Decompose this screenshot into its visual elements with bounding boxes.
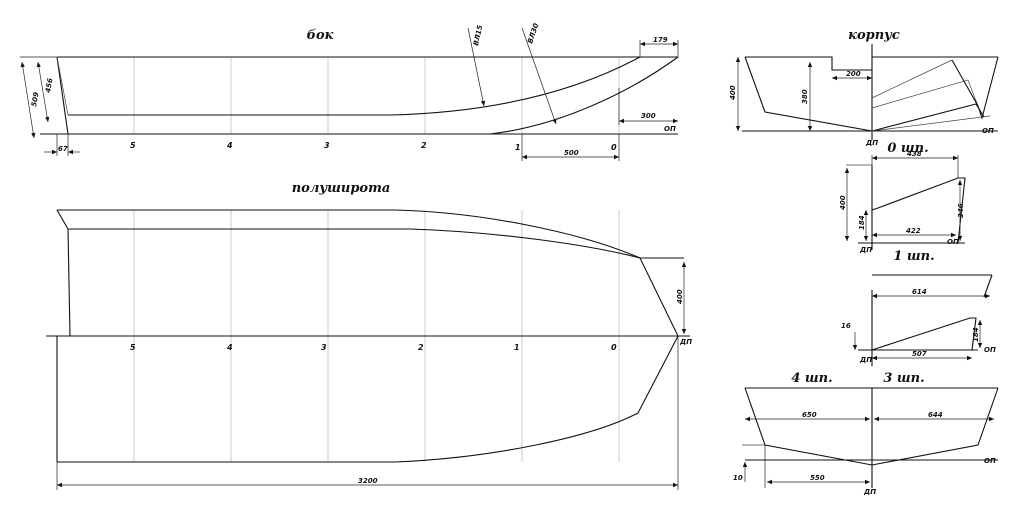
side-view-title: бок — [307, 28, 334, 43]
hb-station-1: 1 — [514, 343, 520, 352]
side-dim-67: 67 — [58, 145, 68, 153]
side-chine-line — [68, 56, 641, 116]
s1-dp-label: ДП — [859, 356, 872, 364]
half-breadth-title: полуширота — [292, 181, 391, 196]
body-dim-380: 380 — [801, 89, 809, 104]
side-op-label: ОП — [664, 125, 676, 133]
side-transom — [56, 56, 69, 135]
section-0: 0 шп. 438 400 184 422 346 ДП ОП — [839, 141, 966, 254]
s0-dp-label: ДП — [859, 246, 872, 254]
body-dim-200: 200 — [846, 70, 861, 78]
s0-dim-184: 184 — [858, 215, 866, 230]
side-dim-300: 300 — [641, 112, 656, 120]
side-station-3: 3 — [324, 141, 330, 150]
side-stem — [489, 56, 679, 135]
s1-dim-184: 184 — [972, 327, 980, 342]
section-0-title: 0 шп. — [887, 141, 928, 156]
section-1-title: 1 шп. — [893, 249, 934, 264]
section-4-title: 4 шп. — [791, 371, 832, 386]
body-view-title: корпус — [848, 28, 900, 43]
half-breadth-lower-line — [57, 335, 679, 463]
s0-dim-438: 438 — [907, 150, 922, 158]
s34-dp-label: ДП — [863, 488, 876, 496]
hb-station-0: 0 — [611, 343, 617, 352]
half-breadth-view: полуширота 5 4 3 2 1 0 ДП 400 — [46, 181, 692, 490]
half-breadth-chine-line — [68, 228, 641, 259]
section-3-title: 3 шп. — [883, 371, 924, 386]
body-dim-400: 400 — [729, 85, 737, 100]
body-dp-label: ДП — [865, 139, 878, 147]
hb-dp-label: ДП — [679, 338, 692, 346]
body-op-label: ОП — [982, 127, 994, 135]
side-line-label-1: ВЛ15 — [472, 24, 484, 46]
side-station-4: 4 — [226, 141, 233, 150]
section-1: 1 шп. 614 16 184 507 ДП ОП — [841, 249, 996, 366]
hb-station-4: 4 — [226, 343, 233, 352]
s0-dim-422: 422 — [906, 227, 921, 235]
s1-op-label: ОП — [984, 346, 996, 354]
half-breadth-deck-line — [57, 209, 679, 337]
s0-dim-400: 400 — [839, 195, 847, 210]
s1-dim-614: 614 — [912, 288, 927, 296]
side-station-5: 5 — [130, 141, 136, 150]
s34-op-label: ОП — [984, 457, 996, 465]
side-line-label-2: ВЛ30 — [526, 22, 540, 44]
hb-station-5: 5 — [130, 343, 136, 352]
s34-dim-10: 10 — [733, 474, 743, 482]
body-view: корпус 200 400 380 ДП ОП — [729, 28, 999, 147]
side-dim-500: 500 — [564, 149, 579, 157]
s34-dim-644: 644 — [928, 411, 943, 419]
hb-dim-3200: 3200 — [358, 477, 378, 485]
side-dim-179: 179 — [653, 36, 668, 44]
s1-dim-507: 507 — [912, 350, 927, 358]
hb-dim-400: 400 — [676, 289, 684, 304]
side-station-1: 1 — [515, 143, 521, 152]
side-station-2: 2 — [421, 141, 427, 150]
s1-dim-16: 16 — [841, 322, 851, 330]
side-station-0: 0 — [611, 143, 617, 152]
hb-station-3: 3 — [321, 343, 327, 352]
side-dim-509: 509 — [30, 91, 40, 107]
side-view: бок 5 4 3 2 1 0 ОП ВЛ15 ВЛ3 — [20, 22, 679, 161]
hb-station-2: 2 — [418, 343, 424, 352]
s34-dim-650: 650 — [802, 411, 817, 419]
s34-dim-550: 550 — [810, 474, 825, 482]
s0-op-label: ОП — [947, 238, 959, 246]
side-dim-456: 456 — [44, 77, 54, 93]
sections-3-4: 4 шп. 3 шп. 650 644 10 550 ДП ОП — [733, 371, 999, 496]
s0-dim-346: 346 — [957, 203, 965, 218]
